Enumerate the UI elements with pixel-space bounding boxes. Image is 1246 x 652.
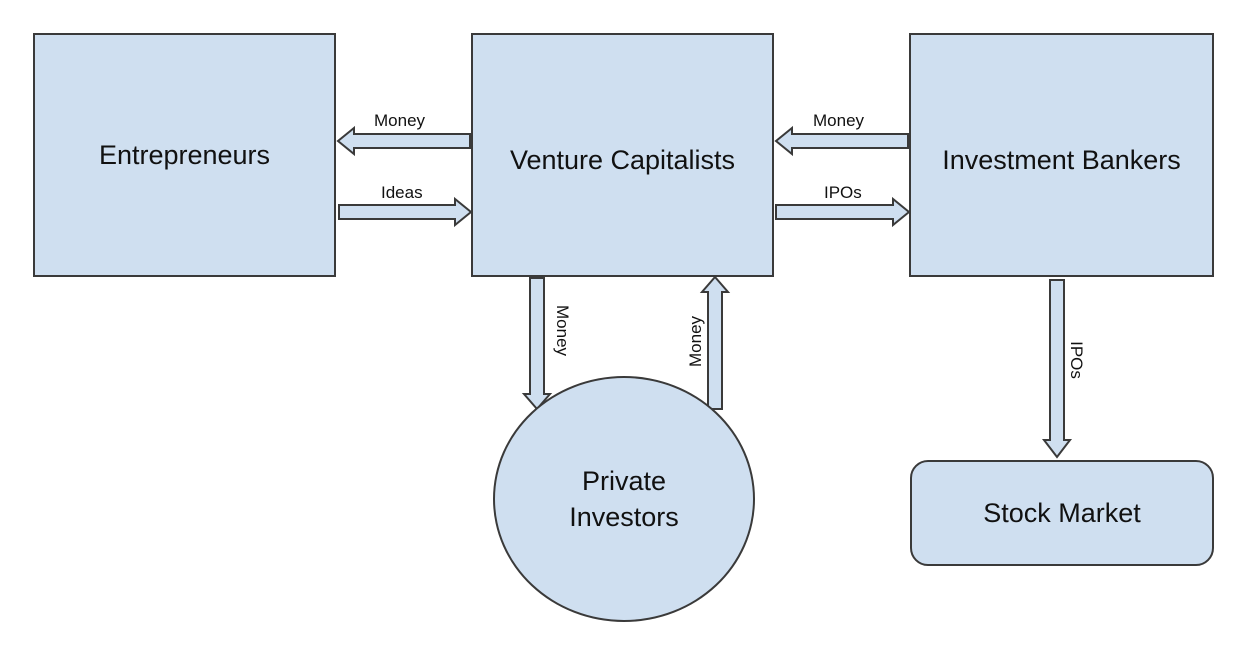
edge-label-vc-to-bankers: IPOs — [824, 183, 862, 202]
edge-label-bankers-to-market: IPOs — [1067, 341, 1086, 379]
arrow-money-vc-to-private — [521, 277, 553, 411]
node-stock-market: Stock Market — [910, 460, 1214, 566]
node-venture-capitalists: Venture Capitalists — [471, 33, 774, 277]
node-private-investors-line2: Investors — [569, 502, 679, 532]
node-entrepreneurs: Entrepreneurs — [33, 33, 336, 277]
node-venture-capitalists-label: Venture Capitalists — [509, 145, 736, 175]
node-investment-bankers: Investment Bankers — [909, 33, 1214, 277]
arrow-money-vc-to-entrepreneurs — [336, 125, 471, 157]
node-entrepreneurs-label: Entrepreneurs — [98, 139, 271, 170]
arrow-ipos-bankers-to-market — [1041, 279, 1073, 459]
arrow-money-bankers-to-vc — [774, 125, 909, 157]
node-investment-bankers-label: Investment Bankers — [942, 145, 1181, 175]
edge-label-private-to-vc: Money — [686, 315, 705, 367]
node-stock-market-label: Stock Market — [983, 497, 1141, 528]
arrow-ipos-vc-to-bankers — [775, 196, 911, 228]
arrow-money-private-to-vc — [699, 275, 731, 410]
edge-label-bankers-to-vc: Money — [813, 111, 865, 130]
edge-label-vc-to-private: Money — [553, 305, 572, 357]
arrow-ideas-entrepreneurs-to-vc — [338, 196, 473, 228]
edge-label-vc-to-entrepreneurs: Money — [374, 111, 426, 130]
edge-label-entrepreneurs-to-vc: Ideas — [381, 183, 423, 202]
node-private-investors: Private Investors — [493, 376, 755, 622]
node-private-investors-line1: Private — [581, 465, 667, 496]
